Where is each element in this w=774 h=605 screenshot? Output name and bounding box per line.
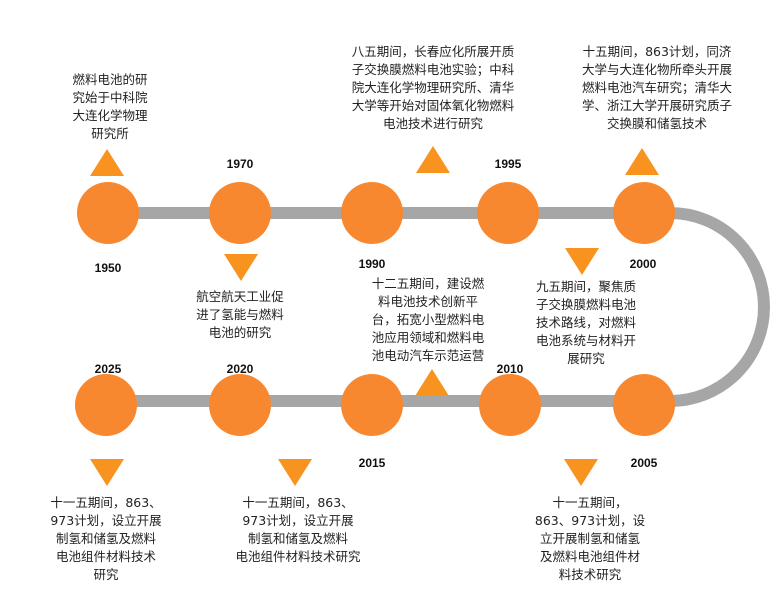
year-label-2005: 2005: [630, 456, 658, 470]
triangle-down-1970: [224, 254, 258, 281]
year-label-2015: 2015: [358, 456, 386, 470]
year-label-2025: 2025: [94, 362, 122, 376]
curve-track: [645, 207, 770, 407]
event-note-1970: 航空航天工业促 进了氢能与燃料 电池的研究: [196, 289, 284, 340]
year-label-2000: 2000: [629, 257, 657, 271]
node-2015: [341, 374, 403, 436]
year-label-1950: 1950: [94, 261, 122, 275]
event-note-1950: 燃料电池的研 究始于中科院 大连化学物理 研究所: [72, 72, 148, 141]
triangle-up-2000: [625, 148, 659, 175]
triangle-down-2025: [90, 459, 124, 486]
triangle-down-2005: [564, 459, 598, 486]
node-2000: [613, 182, 675, 244]
triangle-down-2015: [278, 459, 312, 486]
node-2005: [613, 374, 675, 436]
triangle-up-1950: [90, 149, 124, 176]
node-1950: [77, 182, 139, 244]
event-note-1995: 九五期间，聚焦质 子交换膜燃料电池 技术路线，对燃料 电池系统与材料开 展研究: [535, 279, 636, 366]
year-label-1970: 1970: [226, 157, 254, 171]
year-label-2010: 2010: [496, 362, 524, 376]
event-note-2000: 十五期间，863计划，同济 大学与大连化物所牵头开展 燃料电池汽车研究；清华大 …: [581, 44, 732, 131]
year-label-1995: 1995: [494, 157, 522, 171]
node-2025: [75, 374, 137, 436]
year-label-1990: 1990: [358, 257, 386, 271]
event-note-2010: 十二五期间，建设燃 料电池技术创新平 台，拓宽小型燃料电 池应用领域和燃料电 池…: [371, 276, 485, 363]
triangle-up-2010: [415, 369, 449, 396]
event-note-2025: 十一五期间，863、 973计划，设立开展 制氢和储氢及燃料 电池组件材料技术 …: [50, 495, 162, 582]
event-note-1990: 八五期间，长春应化所展开质 子交换膜燃料电池实验；中科 院大连化学物理研究所、清…: [351, 44, 515, 131]
event-note-2005: 十一五期间， 863、973计划，设 立开展制氢和储氢 及燃料电池组件材 料技术…: [534, 495, 646, 582]
triangle-down-1995: [565, 248, 599, 275]
node-1990: [341, 182, 403, 244]
node-2010: [479, 374, 541, 436]
event-note-2015: 十一五期间，863、 973计划，设立开展 制氢和储氢及燃料 电池组件材料技术研…: [235, 495, 361, 564]
triangle-up-1990: [416, 146, 450, 173]
node-1995: [477, 182, 539, 244]
node-2020: [209, 374, 271, 436]
node-1970: [209, 182, 271, 244]
year-label-2020: 2020: [226, 362, 254, 376]
